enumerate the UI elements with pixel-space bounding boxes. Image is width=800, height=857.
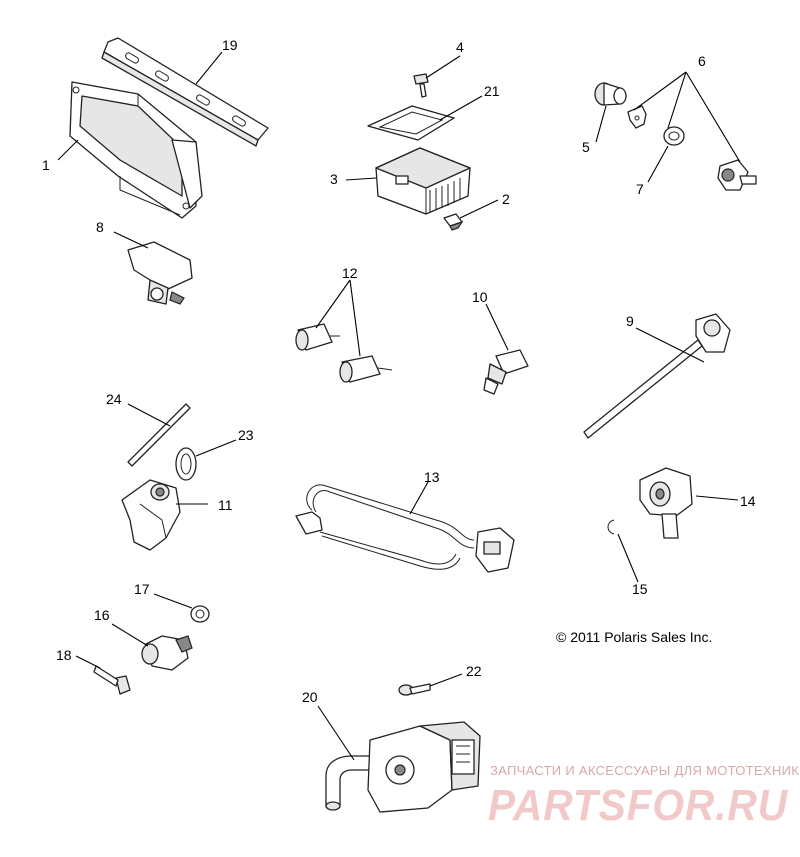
watermark-logo: PARTSFOR.RU: [488, 781, 788, 830]
callout-16: 16: [94, 607, 110, 623]
callout-5: 5: [582, 139, 590, 155]
callout-8: 8: [96, 219, 104, 235]
leader-lines: [57, 51, 741, 761]
part-16-cam-sensor: [141, 635, 193, 671]
part-22-screw: [398, 683, 431, 696]
part-6-sensor: [594, 82, 757, 191]
part-23-o-ring: [175, 447, 197, 481]
callout-20: 20: [302, 689, 318, 705]
part-20-valve: [325, 721, 481, 813]
callout-15: 15: [632, 581, 648, 597]
part-4-bolt: [413, 73, 429, 98]
part-11-tps: [121, 479, 181, 551]
callout-21: 21: [484, 83, 500, 99]
watermark: ЗАПЧАСТИ И АКСЕССУАРЫ ДЛЯ МОТОТЕХНИКИ PA…: [488, 763, 800, 830]
part-12-resistors: [295, 323, 393, 383]
callout-24: 24: [106, 391, 122, 407]
copyright-text: © 2011 Polaris Sales Inc.: [556, 629, 712, 645]
part-13-harness: [295, 484, 515, 573]
callout-3: 3: [330, 171, 338, 187]
part-21-cover-plate: [367, 105, 455, 141]
callout-12: 12: [342, 265, 358, 281]
callout-10: 10: [472, 289, 488, 305]
part-17-o-ring: [190, 605, 210, 623]
callout-17: 17: [134, 581, 150, 597]
callout-6: 6: [698, 53, 706, 69]
callout-9: 9: [626, 313, 634, 329]
callout-14: 14: [740, 493, 756, 509]
callout-1: 1: [42, 157, 50, 173]
part-10-temp-sensor: [483, 349, 529, 395]
callout-11: 11: [218, 497, 233, 513]
callout-13: 13: [424, 469, 440, 485]
part-8-map-sensor: [127, 241, 193, 305]
part-18-bolt: [93, 665, 131, 695]
part-1-ecu: [69, 81, 203, 219]
part-15-clip: [607, 519, 615, 535]
watermark-tagline: ЗАПЧАСТИ И АКСЕССУАРЫ ДЛЯ МОТОТЕХНИКИ: [490, 763, 800, 778]
part-14-knock-sensor: [639, 467, 693, 539]
callout-7: 7: [636, 181, 644, 197]
part-7-ring: [663, 126, 685, 146]
part-19-bracket: [101, 37, 269, 147]
callout-4: 4: [456, 39, 464, 55]
callout-2: 2: [502, 191, 510, 207]
part-9-probe-sensor: [583, 313, 731, 439]
callout-22: 22: [466, 663, 482, 679]
callout-19: 19: [222, 37, 238, 53]
part-3-module: [375, 147, 471, 215]
callout-23: 23: [238, 427, 254, 443]
callout-numbers: 1 19 4 21 3 2 6 5 7 8 12 10 9 24 23 11 1…: [42, 37, 756, 705]
part-24-cable-tie: [127, 403, 191, 467]
part-2-cap: [443, 213, 464, 231]
callout-18: 18: [56, 647, 72, 663]
